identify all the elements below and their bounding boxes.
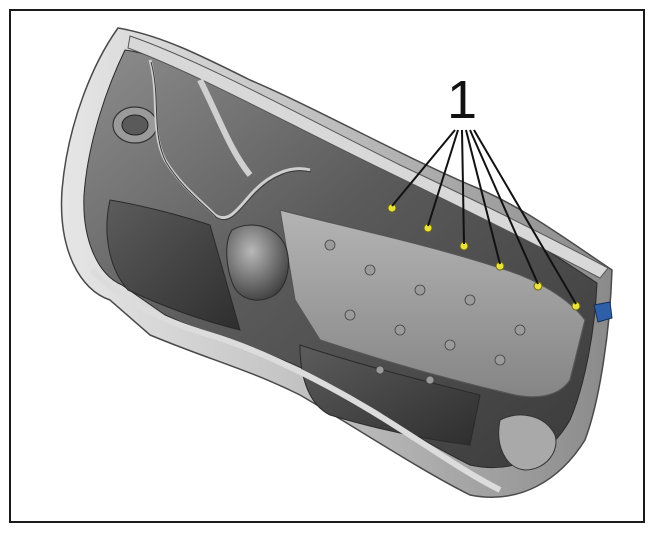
door-handle-recess [498, 414, 557, 471]
wiring-harness [148, 59, 311, 219]
speaker-assembly [112, 106, 158, 144]
regulator-rail [197, 78, 253, 177]
callout-leaders [391, 129, 577, 305]
connector-blue [593, 301, 613, 323]
module-housing [226, 224, 289, 301]
callout-label: 1 [447, 70, 477, 130]
trim-panel-carrier [279, 209, 586, 398]
carrier-clips [324, 239, 526, 385]
door-sill [89, 267, 502, 493]
left-recess [106, 199, 241, 331]
fastener-1 [387, 203, 397, 213]
fastener-6 [571, 301, 581, 311]
wiring-harness-shadow [150, 61, 312, 220]
